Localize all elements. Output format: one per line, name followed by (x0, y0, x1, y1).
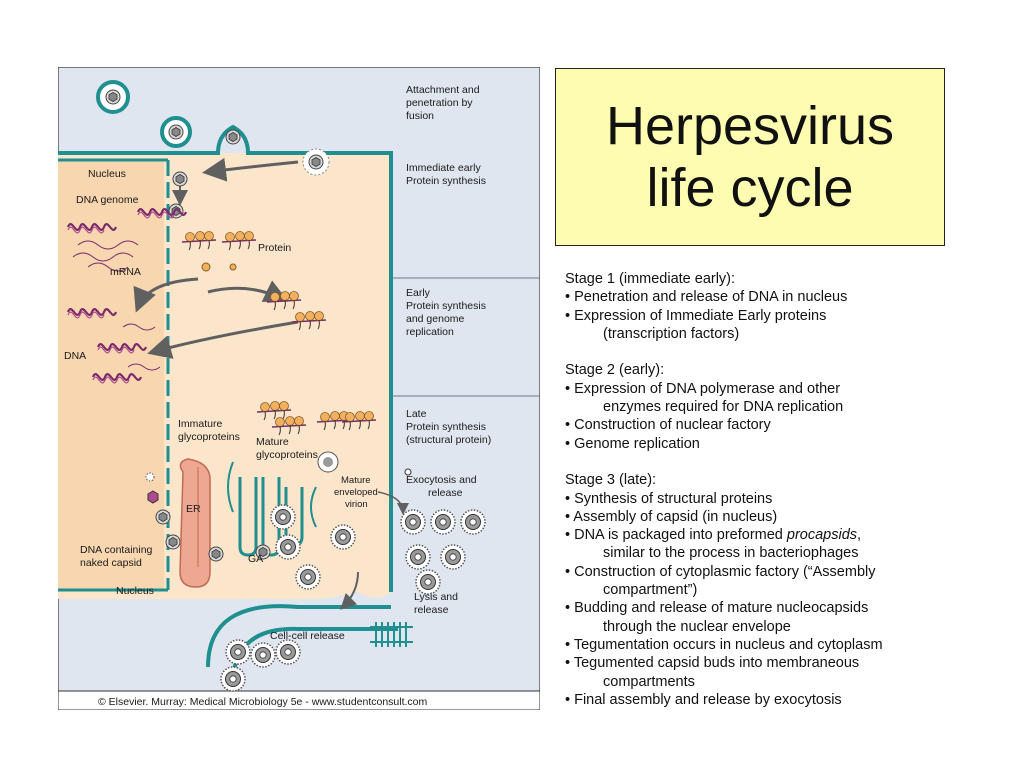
label-immediate-early-1: Immediate early (406, 162, 481, 174)
stage-line: Stage 2 (early): (565, 362, 665, 379)
label-mature-glyco-2: glycoproteins (256, 449, 318, 461)
label-immature-glyco-1: Immature (178, 418, 223, 430)
label-dna-capsid-2: naked capsid (80, 557, 142, 569)
stage-line: • Expression of Immediate Early proteins (565, 307, 827, 324)
stage-line: • Penetration and release of DNA in nucl… (565, 289, 848, 306)
stage-line: • Final assembly and release by exocytos… (565, 691, 842, 708)
copyright-text: © Elsevier. Murray: Medical Microbiology… (98, 696, 428, 708)
stage-line: enzymes required for DNA replication (603, 399, 844, 416)
label-early-4: replication (406, 326, 454, 338)
label-attachment-2: penetration by (406, 97, 473, 109)
label-attachment-3: fusion (406, 110, 434, 122)
label-attachment-1: Attachment and (406, 84, 480, 96)
stages-list: Stage 1 (immediate early): • Penetration … (565, 270, 1005, 709)
label-protein: Protein (258, 242, 291, 254)
stage-line: compartments (603, 673, 695, 690)
label-nucleus-bottom: Nucleus (116, 585, 154, 597)
label-mature-virion-3: virion (345, 499, 368, 510)
label-mature-glyco-1: Mature (256, 436, 289, 448)
label-dna: DNA (64, 350, 86, 362)
label-exocytosis-2: release (428, 487, 463, 499)
label-cell-cell-release: Cell-cell release (270, 630, 345, 642)
label-immature-glyco-2: glycoproteins (178, 431, 240, 443)
stage-line: • DNA is packaged into preformed procaps… (565, 527, 862, 544)
stage-line: • Expression of DNA polymerase and other (565, 380, 841, 397)
stage-line: • Synthesis of structural proteins (565, 490, 773, 507)
label-early-3: and genome (406, 313, 465, 325)
label-immediate-early-2: Protein synthesis (406, 175, 486, 187)
label-late-1: Late (406, 408, 427, 420)
stage-gap (565, 343, 1005, 361)
label-nucleus-top: Nucleus (88, 168, 126, 180)
stage-line: • Budding and release of mature nucleoca… (565, 600, 869, 617)
stage-line: similar to the process in bacteriophages (603, 545, 859, 562)
stage-line: • Assembly of capsid (in nucleus) (565, 508, 778, 525)
stage-line: Stage 1 (immediate early): (565, 271, 736, 287)
title-line-2: life cycle (646, 158, 854, 218)
stage-line: (transcription factors) (603, 325, 740, 342)
label-dna-genome: DNA genome (76, 194, 139, 206)
stage-line: Stage 3 (late): (565, 472, 657, 489)
label-lysis-2: release (414, 604, 449, 616)
label-early-1: Early (406, 287, 431, 299)
label-er: ER (186, 503, 201, 515)
label-lysis-1: Lysis and (414, 591, 458, 603)
stage-line: through the nuclear envelope (603, 618, 791, 635)
title-box: Herpesvirus life cycle (555, 68, 945, 246)
label-mrna: mRNA (110, 266, 141, 278)
stage-line: • Genome replication (565, 435, 700, 452)
title-line-1: Herpesvirus (605, 96, 895, 156)
label-late-2: Protein synthesis (406, 421, 486, 433)
stage-gap (565, 453, 1005, 471)
stage-line: • Construction of nuclear factory (565, 417, 771, 434)
label-mature-virion-2: enveloped (334, 487, 378, 498)
label-mature-virion-1: Mature (341, 475, 371, 486)
stage-line: • Tegumented capsid buds into membraneou… (565, 655, 860, 672)
label-dna-capsid-1: DNA containing (80, 544, 153, 556)
label-ga: GA (248, 553, 263, 565)
label-early-2: Protein synthesis (406, 300, 486, 312)
stage-line: • Tegumentation occurs in nucleus and cy… (565, 636, 883, 653)
stage-line: • Construction of cytoplasmic factory (“… (565, 563, 876, 580)
stage-line: compartment”) (603, 582, 698, 599)
label-exocytosis-1: Exocytosis and (406, 474, 477, 486)
label-late-3: (structural protein) (406, 434, 491, 446)
